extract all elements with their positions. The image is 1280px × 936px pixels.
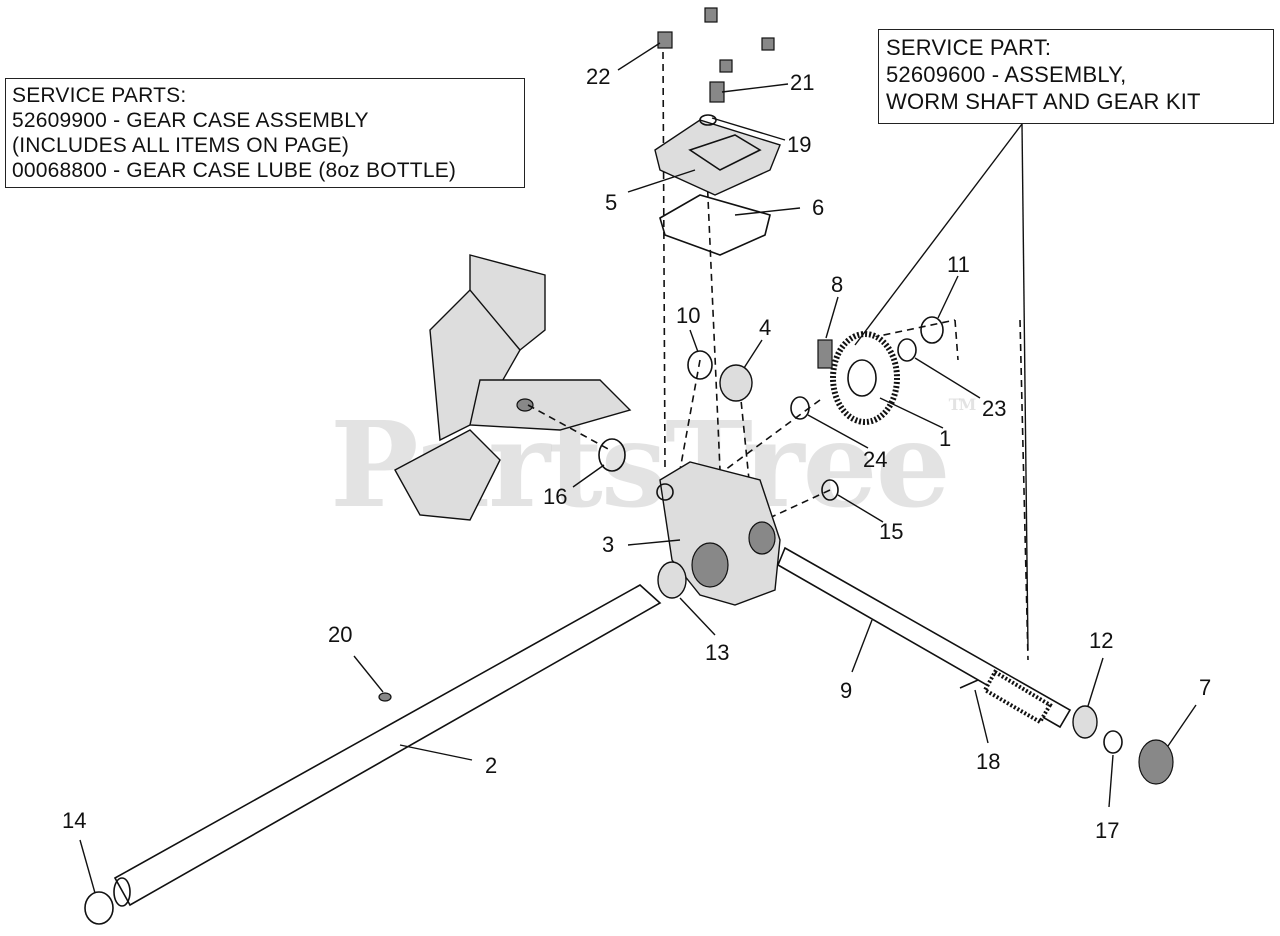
auger-shaft xyxy=(113,584,662,907)
service-line: SERVICE PARTS: xyxy=(12,84,187,107)
callout-17: 17 xyxy=(1095,818,1119,843)
gasket xyxy=(659,194,771,256)
callout-24: 24 xyxy=(863,447,887,472)
callout-18: 18 xyxy=(976,749,1000,774)
callout-numbers: 1 2 3 4 5 6 7 8 9 10 11 12 13 14 15 16 1… xyxy=(62,64,1211,843)
service-line: 52609900 - GEAR CASE ASSEMBLY xyxy=(12,109,369,132)
callout-9: 9 xyxy=(840,678,852,703)
callout-11: 11 xyxy=(947,252,970,277)
impeller-housing xyxy=(394,254,632,521)
callout-1: 1 xyxy=(939,426,951,451)
callout-14: 14 xyxy=(62,808,86,833)
callout-22: 22 xyxy=(586,64,610,89)
service-part-box-right: SERVICE PART: 52609600 - ASSEMBLY, WORM … xyxy=(878,29,1274,124)
assembly-lines xyxy=(527,51,1029,661)
service-line: 00068800 - GEAR CASE LUBE (8oz BOTTLE) xyxy=(12,159,457,182)
callout-15: 15 xyxy=(879,519,903,544)
callout-19: 19 xyxy=(787,132,811,157)
gear-case-body xyxy=(656,461,781,606)
key xyxy=(817,339,833,369)
callout-7: 7 xyxy=(1199,675,1211,700)
worm-gear xyxy=(830,331,900,425)
callout-13: 13 xyxy=(705,640,729,665)
service-line: WORM SHAFT AND GEAR KIT xyxy=(886,89,1201,114)
worm-shaft xyxy=(776,546,1072,729)
bolts xyxy=(657,7,775,126)
callout-21: 21 xyxy=(790,70,814,95)
leader-lines xyxy=(79,42,1197,894)
callout-10: 10 xyxy=(676,303,700,328)
callout-8: 8 xyxy=(831,272,843,297)
callout-12: 12 xyxy=(1089,628,1113,653)
gear-case-cover xyxy=(654,119,781,196)
pin xyxy=(959,679,979,689)
callout-20: 20 xyxy=(328,622,352,647)
callout-4: 4 xyxy=(759,315,771,340)
service-line: 52609600 - ASSEMBLY, xyxy=(886,62,1127,87)
callout-5: 5 xyxy=(605,190,617,215)
service-parts-box-left: SERVICE PARTS: 52609900 - GEAR CASE ASSE… xyxy=(5,78,525,188)
callout-2: 2 xyxy=(485,753,497,778)
service-line: (INCLUDES ALL ITEMS ON PAGE) xyxy=(12,134,350,157)
callout-23: 23 xyxy=(982,396,1006,421)
service-line: SERVICE PART: xyxy=(886,35,1052,60)
watermark-trademark: TM xyxy=(948,395,977,414)
callout-6: 6 xyxy=(812,195,824,220)
callout-3: 3 xyxy=(602,532,614,557)
callout-16: 16 xyxy=(543,484,567,509)
seals-and-washers xyxy=(84,316,1174,925)
